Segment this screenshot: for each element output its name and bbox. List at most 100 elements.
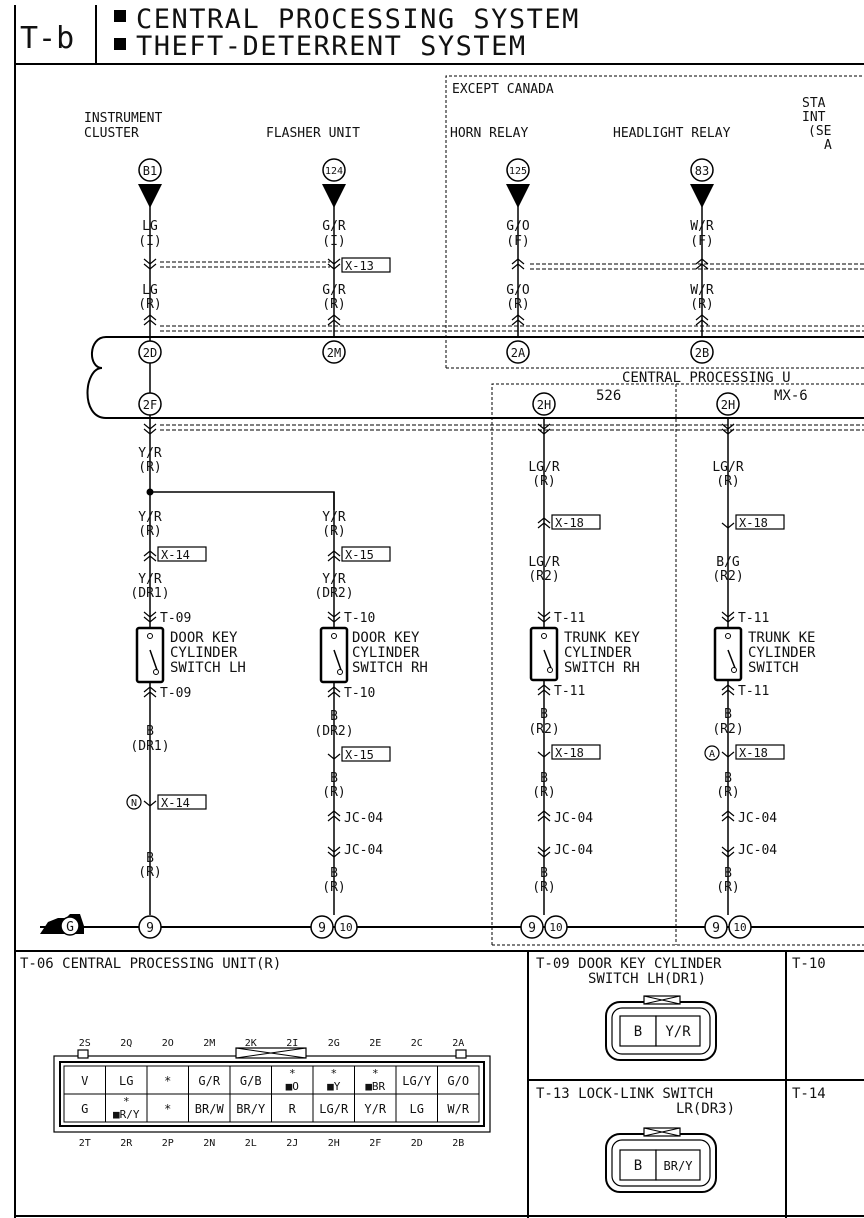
svg-text:BR/Y: BR/Y [664,1159,694,1173]
svg-text:B: B [724,771,732,786]
svg-text:2A: 2A [511,346,526,360]
cpu-pin-cell [354,1065,397,1095]
svg-text:JC-04: JC-04 [344,843,383,858]
ground-pin-9: 9 [138,915,162,939]
t09-panel-subtitle: SWITCH LH(DR1) [588,971,706,987]
svg-text:124: 124 [325,166,343,177]
svg-text:9: 9 [712,921,720,936]
svg-text:2M: 2M [327,346,341,360]
sta-partial-label: STA INT (SE A [802,96,832,153]
cpu-pin-top-label: 2M [203,1038,215,1049]
svg-text:LG/R: LG/R [528,555,559,570]
svg-text:B: B [540,771,548,786]
svg-text:CYLINDER: CYLINDER [748,645,816,661]
ground-pin-9: 9 [704,915,728,939]
cpu-pin-label: * [372,1067,379,1080]
svg-text:(R): (R) [138,297,161,312]
svg-text:Y/R: Y/R [138,446,162,461]
bullet-icon [114,38,126,50]
svg-text:T-11: T-11 [554,611,585,626]
page-code: T-b [20,21,74,56]
cpu-pin-label: ■Y [327,1080,341,1093]
svg-text:(R): (R) [138,524,161,539]
ground-pin-10: 10 [728,915,752,939]
terminal-labels: T-09 T-09 T-10 T-10 T-11 T-11 T-11 T-11 … [160,611,777,858]
cpu-pin-label: * [330,1067,337,1080]
svg-text:DOOR KEY: DOOR KEY [352,630,420,646]
svg-text:125: 125 [509,166,527,177]
svg-text:W/R: W/R [690,283,714,298]
svg-text:A: A [824,138,832,153]
svg-text:B: B [330,709,338,724]
svg-text:Y/R: Y/R [322,572,346,587]
svg-text:2B: 2B [695,346,709,360]
t13-panel-subtitle: LR(DR3) [676,1101,735,1117]
cpu-pin-label: * [164,1074,171,1088]
pin-2h-mx6: 2H [716,392,740,416]
svg-text:T-11: T-11 [738,611,769,626]
svg-text:X-18: X-18 [555,516,584,530]
tag-x18-mx6: X-18 [735,514,785,530]
cpu-pin-cell [271,1065,314,1095]
svg-text:B: B [540,707,548,722]
tag-x18-526-lower: X-18 [551,744,601,760]
svg-text:10: 10 [339,921,352,934]
svg-text:X-14: X-14 [161,796,190,810]
cpu-pin-label: G/B [240,1074,262,1088]
svg-text:JC-04: JC-04 [554,811,593,826]
cpu-pin-label: V [81,1074,88,1088]
cpu-pin-label: LG/Y [402,1074,432,1088]
cpu-pin-top-label: 2S [79,1038,91,1049]
svg-text:(DR2): (DR2) [314,586,353,601]
svg-text:Y/R: Y/R [665,1024,691,1040]
splice-point [146,488,154,496]
cpu-pin-label: G/O [447,1074,469,1088]
tag-x15-lower: X-15 [341,746,391,762]
svg-text:(DR1): (DR1) [130,586,169,601]
cpu-pin-bottom-label: 2J [286,1138,298,1149]
svg-text:JC-04: JC-04 [738,811,777,826]
cpu-pin-label: ■BR [365,1080,385,1093]
switch-trunk-mx6: TRUNK KE CYLINDER SWITCH [713,626,816,682]
pin-2d: 2D [138,340,162,364]
svg-text:LG: LG [142,283,158,298]
svg-text:SWITCH: SWITCH [748,660,799,676]
svg-text:(R): (R) [532,474,555,489]
cpu-pin-label: ■R/Y [113,1108,140,1121]
cpu-pin-cell [229,1065,272,1095]
tag-x14: X-14 [157,546,207,562]
title-line-2: THEFT-DETERRENT SYSTEM [136,31,527,62]
svg-text:G/R: G/R [322,283,346,298]
svg-text:(R): (R) [690,297,713,312]
cpu-pin-label: G/R [198,1074,220,1088]
cpu-pin-label: R [289,1102,297,1116]
cpu-pin-bottom-label: 2L [245,1138,257,1149]
letter-markers: A N [126,745,720,810]
cpu-pin-cell [146,1065,189,1095]
t10-panel-title: T-10 [792,956,826,972]
cpu-pin-top-label: 2K [245,1038,257,1049]
pin-83: 83 [690,158,714,208]
svg-text:(R): (R) [716,880,739,895]
svg-text:X-14: X-14 [161,548,190,562]
svg-text:W/R: W/R [690,219,714,234]
cpu-pin-top-label: 2E [369,1038,381,1049]
svg-text:T-09: T-09 [160,611,191,626]
cpu-pin-bottom-label: 2F [369,1138,381,1149]
svg-text:(R): (R) [138,460,161,475]
svg-text:A: A [709,749,715,760]
svg-text:X-13: X-13 [345,259,374,273]
t06-panel-title: T-06 CENTRAL PROCESSING UNIT(R) [20,956,281,972]
svg-text:Y/R: Y/R [322,510,346,525]
svg-text:(R): (R) [322,880,345,895]
ground-pin-10: 10 [334,915,358,939]
svg-text:(R2): (R2) [712,722,743,737]
svg-text:G/O: G/O [506,283,530,298]
cpu-pin-top-label: 2C [411,1038,423,1049]
except-canada-box [445,75,864,368]
svg-text:T-10: T-10 [344,686,375,701]
svg-text:X-18: X-18 [555,746,584,760]
svg-text:Y/R: Y/R [138,572,162,587]
svg-text:(R): (R) [716,474,739,489]
